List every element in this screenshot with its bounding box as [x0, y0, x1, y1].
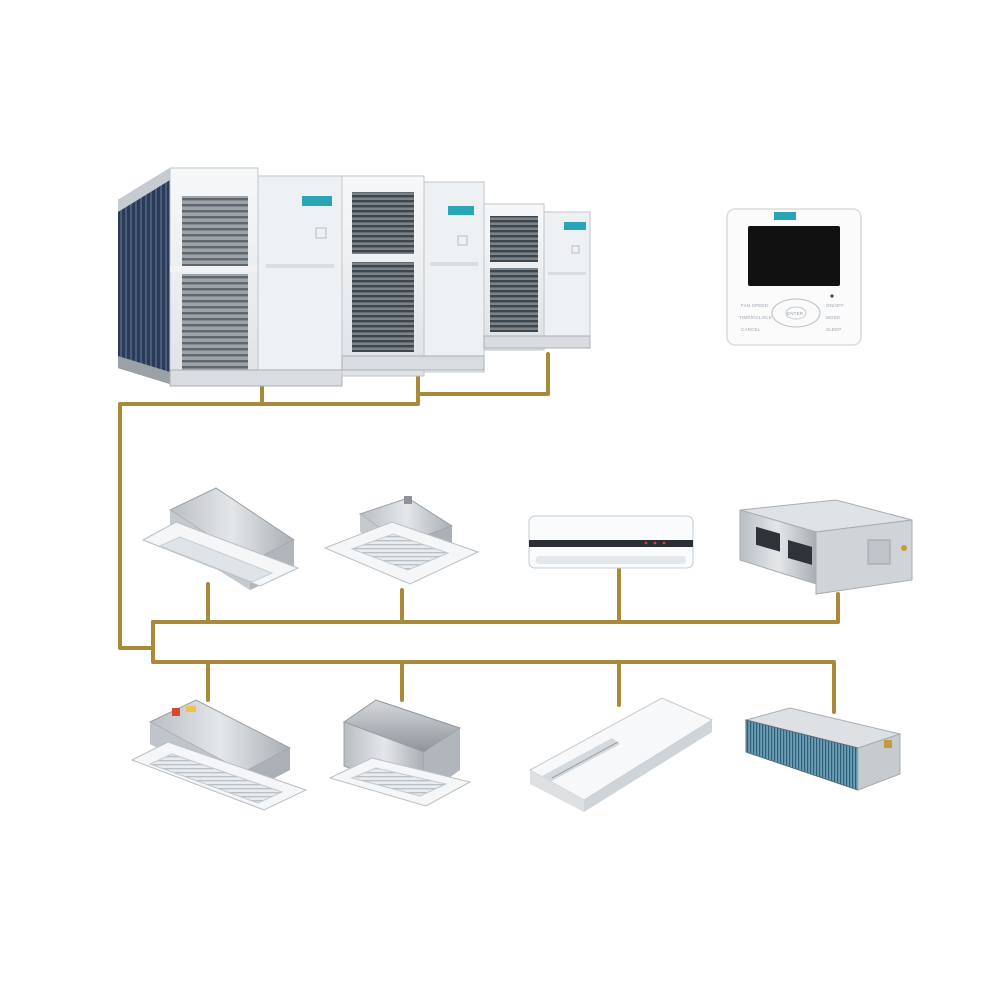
- high-static-duct-icon: [740, 500, 912, 594]
- pipe-row1-header: [153, 594, 838, 648]
- pipe-row2-drops: [208, 662, 619, 705]
- controller-label-enter: ENTER: [787, 311, 804, 316]
- controller-screen: [748, 226, 840, 286]
- ceiling-cassette-four-way-icon: [330, 700, 470, 806]
- controller-label-timer-clock: TIMER/CLOCK: [739, 315, 772, 320]
- outdoor-module-1: [170, 168, 342, 386]
- controller-logo-icon: [774, 212, 796, 220]
- brand-badge-icon: [448, 206, 474, 215]
- outdoor-module-2: [342, 176, 484, 376]
- controller-label-sleep: SLEEP: [826, 327, 842, 332]
- outdoor-module-3: [484, 204, 590, 350]
- ceiling-cassette-four-way-icon: [325, 496, 478, 584]
- controller-label-cancel: CANCEL: [741, 327, 761, 332]
- pipe-row2-header: [153, 648, 834, 712]
- brand-badge-icon: [564, 222, 586, 230]
- wired-controller: FAN SPEED ON/OFF TIMER/CLOCK MODE CANCEL…: [727, 209, 861, 345]
- slim-duct-icon: [746, 708, 900, 790]
- controller-label-mode: MODE: [826, 315, 840, 320]
- controller-label-fan-speed: FAN SPEED: [741, 303, 769, 308]
- ceiling-floor-console-icon: [530, 698, 712, 812]
- wall-mounted-split-icon: [529, 516, 693, 568]
- brand-badge-icon: [302, 196, 332, 206]
- ceiling-cassette-one-way-icon: [143, 488, 298, 590]
- controller-label-on-off: ON/OFF: [826, 303, 844, 308]
- ceiling-cassette-one-way-icon: [132, 700, 306, 810]
- outdoor-unit-array: [118, 168, 590, 386]
